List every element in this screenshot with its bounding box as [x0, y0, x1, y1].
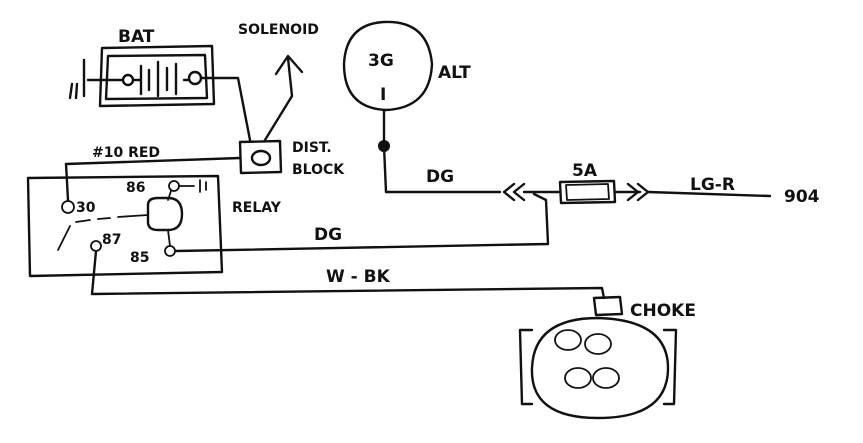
label-w-bk: W - BK — [326, 267, 391, 287]
carburetor — [518, 295, 678, 420]
battery — [68, 44, 252, 142]
label-bat: BAT — [118, 27, 155, 47]
label-relay: RELAY — [232, 200, 282, 216]
label-fuse: 5A — [572, 161, 598, 181]
label-pin-87: 87 — [102, 232, 121, 248]
label-pin-86: 86 — [126, 180, 145, 196]
label-alt: ALT — [438, 63, 471, 83]
fuse-assembly — [502, 179, 772, 205]
distribution-block — [238, 139, 283, 175]
wire-w-bk — [90, 249, 606, 300]
label-904: 904 — [784, 187, 820, 207]
label-dist: DIST. — [292, 140, 332, 156]
solenoid-arrow — [263, 54, 304, 142]
label-alt-i: I — [380, 85, 386, 105]
label-dg-mid: DG — [314, 225, 342, 245]
label-lg-r: LG-R — [690, 175, 735, 195]
label-pin-30: 30 — [76, 200, 96, 216]
label-pin-85: 85 — [130, 250, 149, 266]
label-block: BLOCK — [292, 162, 345, 178]
alt-terminal-dot — [378, 140, 390, 152]
label-alt-reg: 3G — [368, 51, 394, 71]
label-10-red: #10 RED — [92, 145, 160, 161]
alternator — [342, 20, 502, 194]
label-dg-top: DG — [426, 167, 454, 187]
label-solenoid: SOLENOID — [238, 22, 319, 38]
wire-dg-mid — [174, 192, 550, 253]
wire-10-red — [64, 156, 242, 202]
label-choke: CHOKE — [630, 301, 696, 321]
relay — [26, 174, 224, 278]
